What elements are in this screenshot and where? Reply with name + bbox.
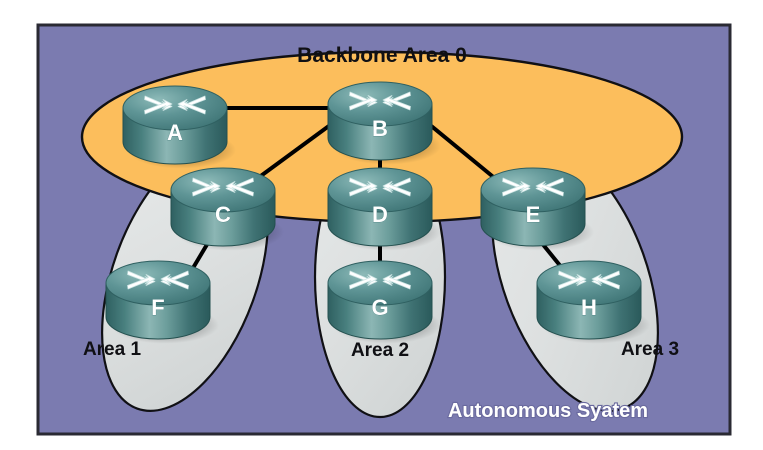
router-label: B xyxy=(372,116,388,141)
router-label: C xyxy=(215,202,231,227)
arrow-glyph-3 xyxy=(349,181,378,197)
arrow-glyph-4 xyxy=(382,274,411,290)
router-g[interactable]: G xyxy=(327,260,442,344)
area-label-area2: Area 2 xyxy=(351,340,409,361)
router-arrows-icon xyxy=(192,177,254,197)
arrow-glyph-3 xyxy=(349,95,378,111)
arrow-glyph-3 xyxy=(192,181,221,197)
router-h[interactable]: H xyxy=(536,260,651,344)
router-label: G xyxy=(371,295,388,320)
area-label-area1: Area 1 xyxy=(83,339,142,360)
arrow-glyph-3 xyxy=(558,274,587,290)
labels-layer: Backbone Area 0 Area 1 Area 2 Area 3 Autonom… xyxy=(83,44,679,423)
router-label: F xyxy=(151,295,164,320)
router-label: E xyxy=(526,202,541,227)
link-b-e xyxy=(422,118,499,182)
router-c[interactable]: C xyxy=(170,167,285,251)
router-arrows-icon xyxy=(558,270,620,290)
router-label: D xyxy=(372,202,388,227)
arrow-glyph-3 xyxy=(127,274,156,290)
arrow-glyph-4 xyxy=(382,181,411,197)
arrow-glyph-4 xyxy=(591,274,620,290)
router-top xyxy=(327,260,433,306)
router-label: H xyxy=(581,295,597,320)
autonomous-system-label: Autonomous Syatem xyxy=(448,400,648,422)
router-e[interactable]: E xyxy=(480,167,595,251)
arrow-glyph-4 xyxy=(225,181,254,197)
router-label: A xyxy=(167,120,183,145)
router-arrows-icon xyxy=(502,177,564,197)
arrow-glyph-4 xyxy=(177,99,206,115)
arrow-glyph-4 xyxy=(160,274,189,290)
link-b-c xyxy=(256,118,339,180)
router-arrows-icon xyxy=(349,177,411,197)
router-d[interactable]: D xyxy=(327,167,442,251)
arrow-glyph-3 xyxy=(502,181,531,197)
router-a[interactable]: A xyxy=(122,85,237,169)
router-b[interactable]: B xyxy=(327,81,442,165)
arrow-glyph-4 xyxy=(382,95,411,111)
router-top xyxy=(480,167,586,213)
router-top xyxy=(122,85,228,131)
arrow-glyph-4 xyxy=(535,181,564,197)
router-f[interactable]: F xyxy=(105,260,220,344)
router-arrows-icon xyxy=(349,91,411,111)
router-top xyxy=(105,260,211,306)
router-arrows-icon xyxy=(144,95,206,115)
arrow-glyph-3 xyxy=(144,99,173,115)
routers-layer: A B C D E F G H xyxy=(105,81,651,344)
router-top xyxy=(536,260,642,306)
router-top xyxy=(327,81,433,127)
router-top xyxy=(327,167,433,213)
backbone-area-title: Backbone Area 0 xyxy=(297,44,467,67)
area-label-area3: Area 3 xyxy=(621,339,679,360)
router-top xyxy=(170,167,276,213)
arrow-glyph-3 xyxy=(349,274,378,290)
router-arrows-icon xyxy=(127,270,189,290)
router-arrows-icon xyxy=(349,270,411,290)
